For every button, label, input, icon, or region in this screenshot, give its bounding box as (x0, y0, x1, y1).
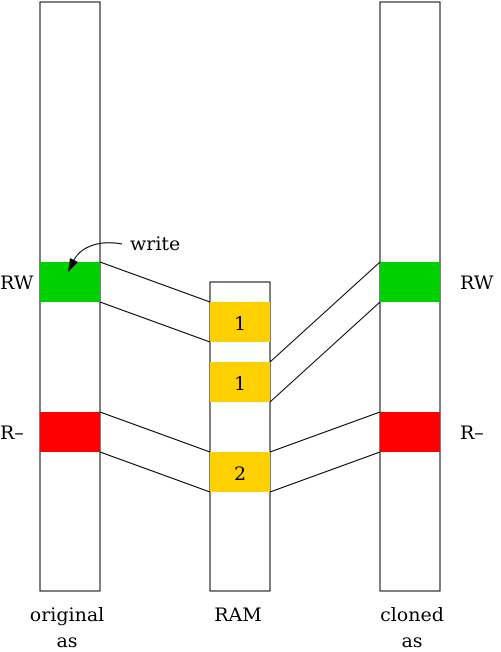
original-rw-label: RW (0, 272, 34, 294)
cloned-as-caption-line1: cloned (380, 604, 444, 626)
ram-page-2-refcount: 1 (234, 373, 246, 395)
original-as-caption-line2: as (56, 630, 77, 652)
original-readonly-page (40, 412, 100, 452)
cloned-rw-page (380, 262, 440, 302)
map-line-original-rw-top (99, 261, 211, 303)
ram-page-1-refcount: 1 (234, 313, 246, 335)
ram-caption: RAM (214, 604, 261, 626)
cloned-as-caption-line2: as (401, 630, 422, 652)
ram-page-3-refcount: 2 (234, 463, 246, 485)
map-line-original-rw-bottom (99, 301, 211, 343)
cloned-rw-label: RW (460, 272, 494, 294)
map-line-cloned-r-top (269, 411, 381, 453)
cloned-readonly-page (380, 412, 440, 452)
ram-page-3 (210, 452, 270, 492)
original-r-label: R– (0, 422, 24, 444)
cloned-r-label: R– (460, 422, 484, 444)
ram-page-2 (210, 362, 270, 402)
map-line-cloned-rw-top (269, 261, 381, 363)
map-line-original-r-bottom (99, 451, 211, 493)
write-arrow (68, 242, 123, 272)
map-line-cloned-r-bottom (269, 451, 381, 493)
original-as-caption-line1: original (30, 604, 104, 626)
map-line-original-r-top (99, 411, 211, 453)
write-arrow-head-icon (68, 258, 78, 272)
ram-page-1 (210, 302, 270, 342)
write-annotation: write (130, 233, 180, 255)
map-line-cloned-rw-bottom (269, 301, 381, 403)
